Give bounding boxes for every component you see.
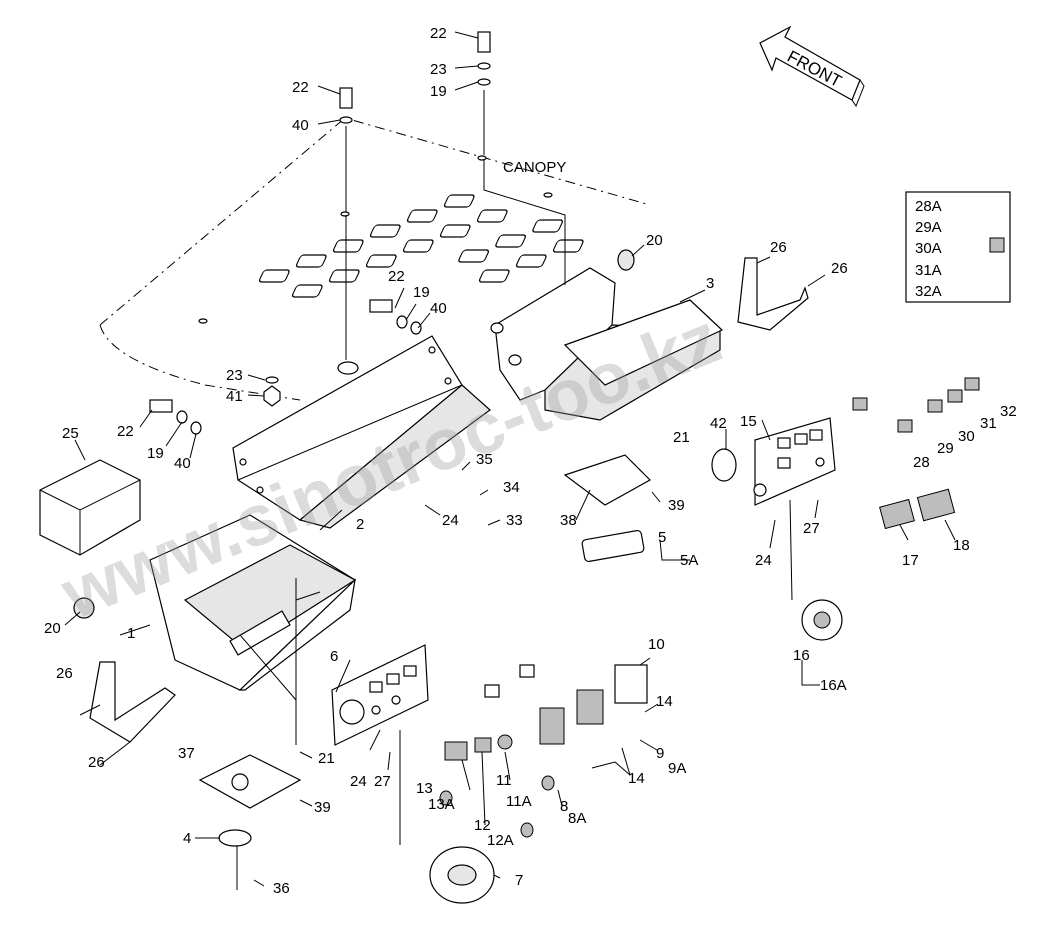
callout-8A: 8A (568, 810, 586, 827)
callout-22: 22 (430, 25, 447, 42)
callout-12: 12 (474, 817, 491, 834)
canopy-outline (99, 117, 651, 401)
variant-label: 31A (915, 262, 942, 279)
variant-label: 30A (915, 240, 942, 257)
callout-32: 32 (1000, 403, 1017, 420)
callout-13: 13 (416, 780, 433, 797)
callout-22: 22 (117, 423, 134, 440)
canopy-label: CANOPY (503, 159, 566, 176)
callout-9: 9 (656, 745, 664, 762)
callout-19: 19 (413, 284, 430, 301)
callout-20: 20 (646, 232, 663, 249)
callout-40: 40 (292, 117, 309, 134)
callout-33: 33 (506, 512, 523, 529)
callout-23: 23 (226, 367, 243, 384)
callout-30: 30 (958, 428, 975, 445)
callout-24: 24 (442, 512, 459, 529)
callout-18: 18 (953, 537, 970, 554)
callout-40: 40 (430, 300, 447, 317)
callout-23: 23 (430, 61, 447, 78)
callout-39: 39 (668, 497, 685, 514)
callout-11: 11 (496, 772, 512, 789)
variant-box: 28A 29A 30A 31A 32A (905, 191, 1011, 303)
callout-20: 20 (44, 620, 61, 637)
callout-14: 14 (656, 693, 673, 710)
callout-21: 21 (318, 750, 335, 767)
callout-27: 27 (803, 520, 820, 537)
callout-38: 38 (560, 512, 577, 529)
callout-12A: 12A (487, 832, 514, 849)
left-console-part (149, 514, 357, 691)
callout-1: 1 (127, 625, 135, 642)
callout-16: 16 (793, 647, 810, 664)
callout-4: 4 (183, 830, 191, 847)
callout-9A: 9A (668, 760, 686, 777)
callout-14: 14 (628, 770, 645, 787)
callout-27: 27 (374, 773, 391, 790)
callout-6: 6 (330, 648, 338, 665)
callout-26: 26 (770, 239, 787, 256)
callout-40: 40 (174, 455, 191, 472)
callout-26: 26 (831, 260, 848, 277)
callout-17: 17 (902, 552, 919, 569)
callout-37: 37 (178, 745, 195, 762)
callout-24: 24 (350, 773, 367, 790)
callout-5A: 5A (680, 552, 698, 569)
callout-2: 2 (356, 516, 364, 533)
right-switch-panel-part (753, 417, 836, 506)
callout-7: 7 (515, 872, 523, 889)
callout-34: 34 (503, 479, 520, 496)
callout-28: 28 (913, 454, 930, 471)
callout-26: 26 (88, 754, 105, 771)
upper-bracket-part (232, 335, 491, 529)
callout-19: 19 (147, 445, 164, 462)
component-parts (39, 31, 980, 904)
right-console-part (490, 267, 724, 421)
callout-10: 10 (648, 636, 665, 653)
callout-16A: 16A (820, 677, 847, 694)
callout-29: 29 (937, 440, 954, 457)
callout-26: 26 (56, 665, 73, 682)
callout-5: 5 (658, 529, 666, 546)
callout-labels: CANOPY 22 23 19 22 40 22 19 40 23 41 22 … (44, 25, 1017, 897)
callout-36: 36 (273, 880, 290, 897)
callout-41: 41 (226, 388, 243, 405)
callout-11A: 11A (506, 793, 532, 810)
callout-24: 24 (755, 552, 772, 569)
callout-39: 39 (314, 799, 331, 816)
callout-13A: 13A (428, 796, 455, 813)
front-arrow: FRONT (759, 25, 865, 108)
callout-22: 22 (388, 268, 405, 285)
variant-label: 29A (915, 219, 942, 236)
callout-35: 35 (476, 451, 493, 468)
callout-19: 19 (430, 83, 447, 100)
callout-42: 42 (710, 415, 727, 432)
callout-22: 22 (292, 79, 309, 96)
callout-8: 8 (560, 798, 568, 815)
callout-21: 21 (673, 429, 690, 446)
callout-15: 15 (740, 413, 757, 430)
callout-31: 31 (980, 415, 997, 432)
variant-label: 32A (915, 283, 942, 300)
callout-3: 3 (706, 275, 714, 292)
variant-label: 28A (915, 198, 942, 215)
lower-switch-panel-part (331, 644, 429, 746)
callout-25: 25 (62, 425, 79, 442)
